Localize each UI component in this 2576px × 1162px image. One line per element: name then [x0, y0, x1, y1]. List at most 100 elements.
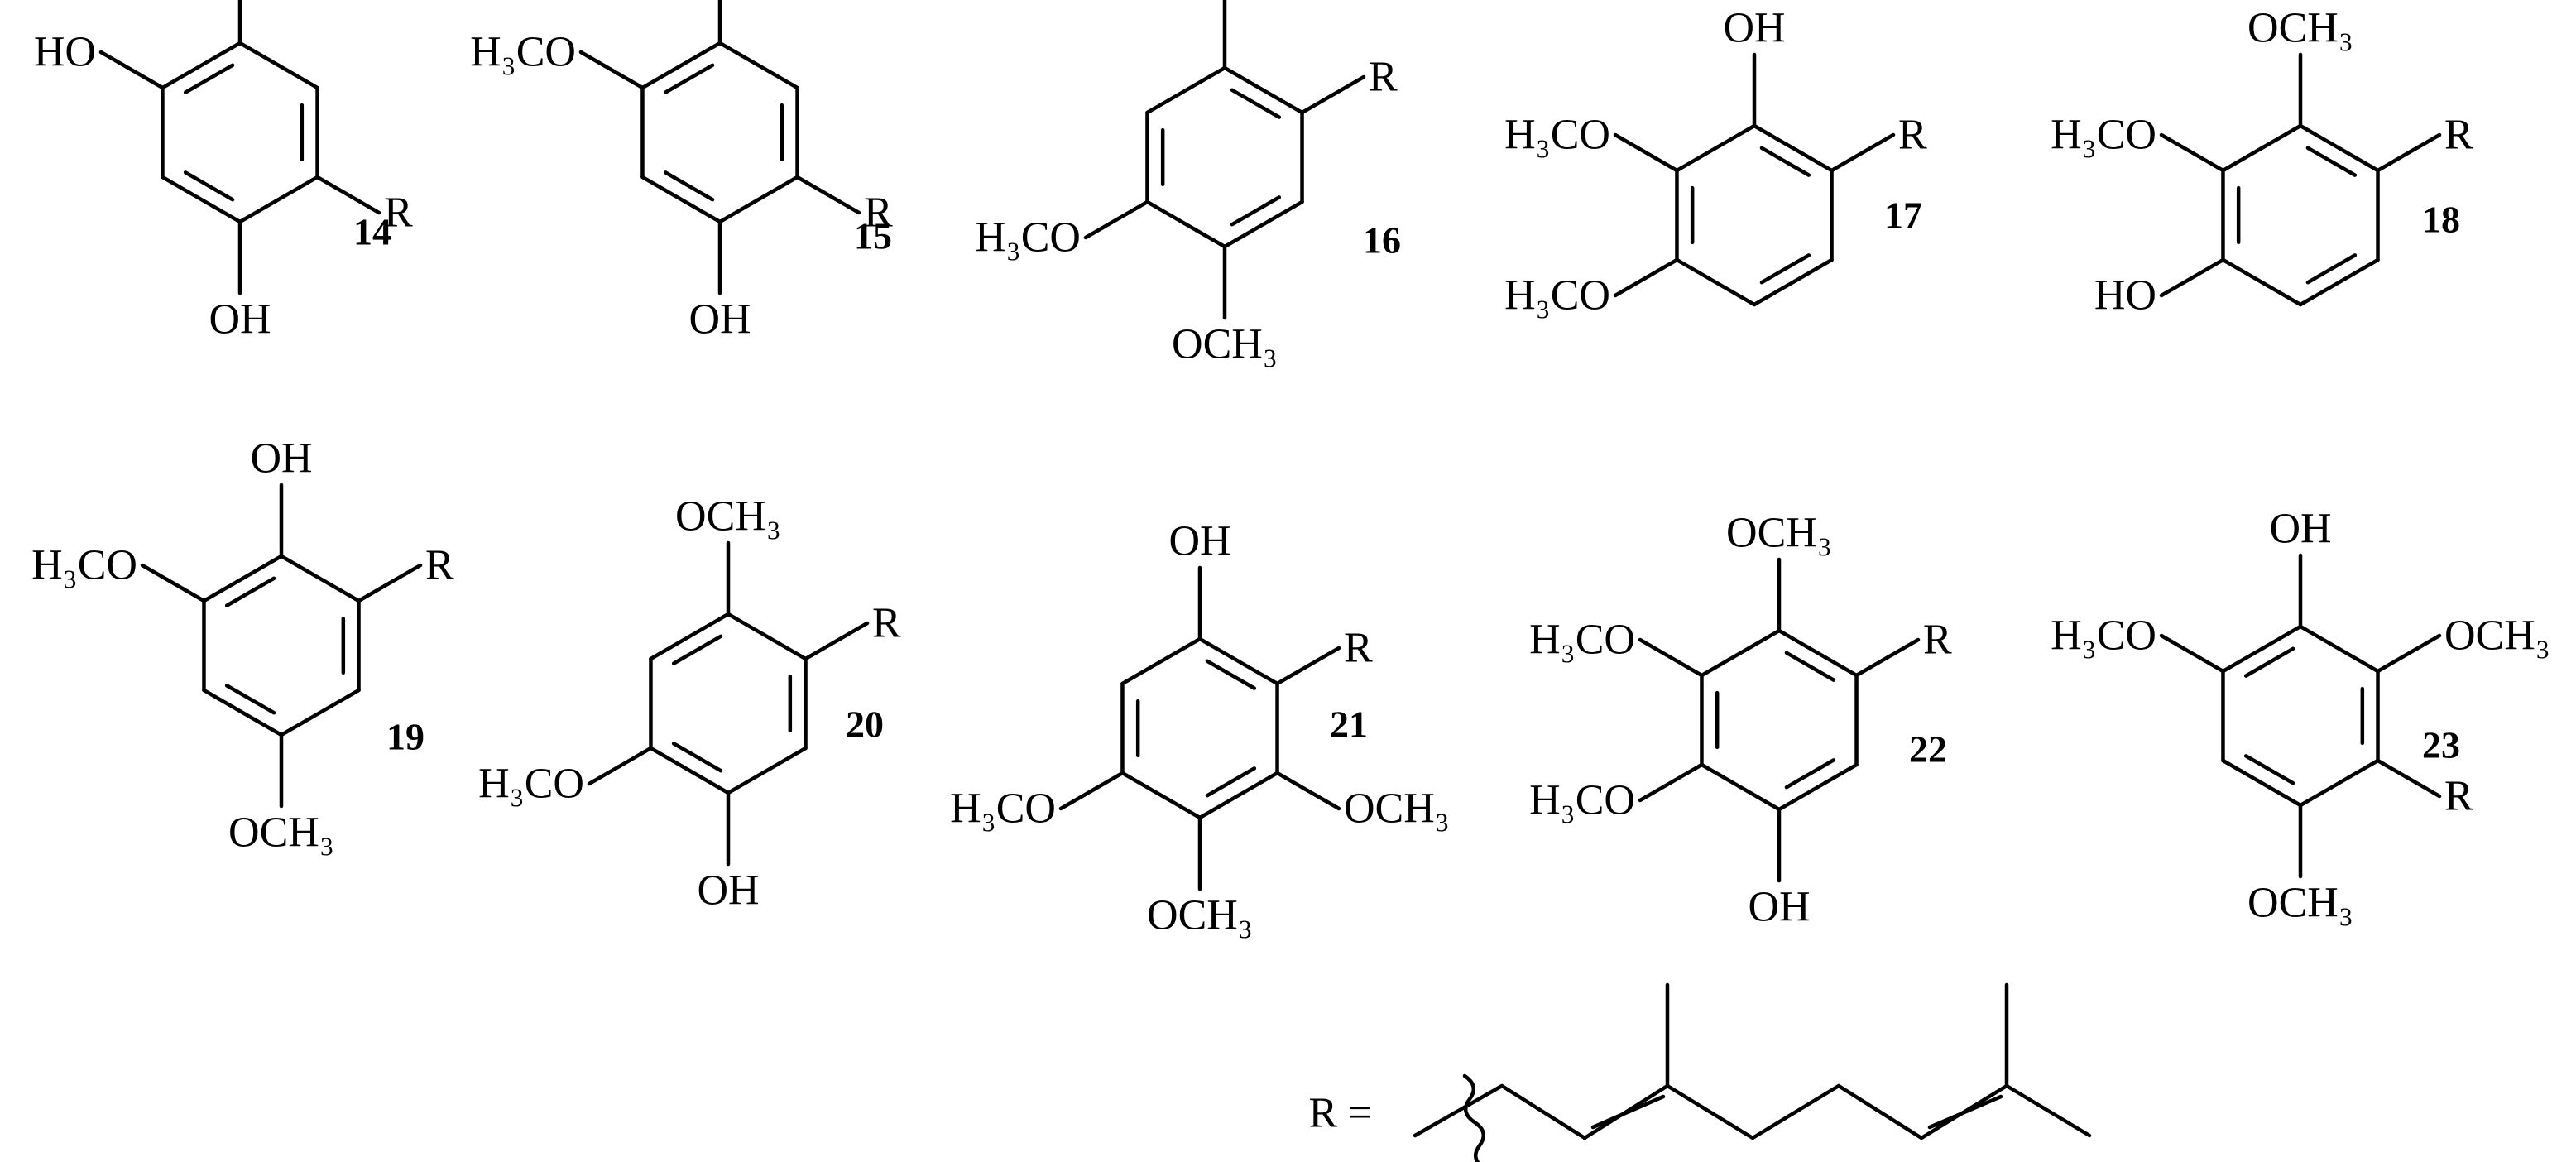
ring-bond — [1222, 65, 1304, 115]
substituent-label: R — [864, 190, 893, 237]
substituent-label: H₃CO — [1504, 272, 1610, 319]
double-bond — [1784, 758, 1836, 790]
ring-bond — [726, 746, 808, 795]
ring-bond — [237, 175, 319, 224]
ring-bond — [202, 554, 284, 603]
substituent-bond — [795, 175, 861, 215]
substituent-bond — [315, 175, 381, 215]
ring-bond — [1777, 762, 1859, 812]
ring-bond — [1752, 123, 1834, 173]
substituent-label: R — [425, 542, 454, 589]
ring-bond — [640, 41, 722, 90]
substituent-label: R — [384, 190, 413, 237]
substituent-label: HO — [2094, 272, 2156, 319]
compound-number: 15 — [854, 215, 892, 257]
compound-number: 19 — [386, 716, 425, 758]
substituent-label: R — [1344, 625, 1373, 672]
chain-bond — [1499, 1083, 1587, 1140]
double-bond — [2305, 146, 2358, 177]
ring-bond — [2221, 758, 2303, 808]
double-bond — [663, 170, 715, 202]
substituent-bond — [1275, 771, 1341, 811]
ring-bond — [279, 554, 361, 603]
substituent-label: H₃CO — [470, 29, 576, 76]
substituent-label: R — [2444, 112, 2473, 159]
substituent-bond — [2159, 633, 2225, 674]
compound-number: 16 — [1363, 219, 1401, 262]
substituent-bond — [1058, 771, 1125, 811]
ring-bond — [2221, 257, 2303, 307]
ring-bond — [1675, 257, 1757, 307]
chain-bond — [1750, 1083, 1841, 1140]
substituent-bond — [1300, 74, 1366, 115]
double-bond — [1205, 659, 1257, 690]
ring-bond — [1777, 628, 1859, 678]
substituent-bond — [578, 50, 645, 90]
substituent-label: OCH₃ — [2247, 880, 2353, 927]
substituent-label: H₃CO — [1529, 777, 1635, 824]
double-bond — [1759, 253, 1811, 285]
ring-bond — [1700, 628, 1782, 678]
substituent-label: H₃CO — [2051, 612, 2156, 660]
substituent-label: OH — [1723, 5, 1785, 52]
ring-bond — [649, 746, 731, 795]
compound-number: 22 — [1909, 728, 1947, 771]
substituent-label: OCH₃ — [675, 493, 781, 540]
chain-bond — [1413, 1083, 1504, 1138]
double-bond — [2305, 253, 2358, 285]
ring-bond — [1222, 199, 1304, 249]
substituent-label: OCH₃ — [1344, 785, 1450, 833]
substituent-bond — [1275, 646, 1341, 686]
double-bond — [671, 634, 723, 665]
substituent-bond — [1613, 257, 1679, 298]
substituent-bond — [2159, 132, 2225, 173]
substituent-label: OCH₃ — [2247, 5, 2353, 52]
ring-bond — [161, 175, 242, 224]
substituent-bond — [1638, 637, 1704, 678]
substituent-label: OH — [250, 435, 312, 483]
substituent-bond — [140, 563, 206, 603]
ring-bond — [1752, 257, 1834, 307]
substituent-bond — [2376, 758, 2442, 799]
double-bond — [1784, 651, 1836, 682]
substituent-label: OH — [209, 296, 271, 343]
double-bond — [224, 576, 276, 607]
ring-bond — [1675, 123, 1757, 173]
substituent-bond — [1083, 199, 1149, 240]
substituent-label: OCH₃ — [1147, 892, 1253, 939]
ring-bond — [1700, 762, 1782, 812]
ring-bond — [1120, 636, 1202, 686]
double-bond — [183, 170, 235, 202]
substituent-label: R — [872, 600, 901, 647]
substituent-label: OCH₃ — [228, 809, 334, 857]
substituent-bond — [1854, 637, 1921, 678]
compound-number: 21 — [1330, 703, 1368, 746]
ring-bond — [2298, 123, 2380, 173]
ring-bond — [1197, 771, 1279, 820]
substituent-label: R — [1923, 617, 1952, 664]
substituent-label: H₃CO — [975, 214, 1081, 262]
double-bond — [1230, 195, 1282, 227]
compound-number: 18 — [2422, 199, 2460, 241]
substituent-bond — [1830, 132, 1896, 173]
bond-lines — [98, 0, 2442, 1162]
substituent-bond — [2376, 633, 2442, 674]
double-bond — [224, 684, 276, 715]
substituent-label: R — [2444, 773, 2473, 820]
ring-bond — [640, 175, 722, 224]
ring-bond — [717, 41, 799, 90]
chain-bond — [1836, 1083, 1924, 1140]
substituent-label: OCH₃ — [1726, 510, 1832, 557]
ring-bond — [161, 41, 242, 90]
substituent-label: H₃CO — [31, 542, 137, 589]
substituent-label: OH — [688, 296, 751, 343]
ring-bond — [1120, 771, 1202, 820]
compound-number: 23 — [2422, 724, 2460, 766]
substituent-bond — [98, 50, 165, 90]
ring-bond — [2298, 624, 2380, 674]
double-bond — [1205, 766, 1257, 798]
chain-double-bond — [1590, 1094, 1666, 1130]
ring-bond — [1145, 199, 1227, 249]
attachment-wavy-bond — [1462, 1073, 1486, 1162]
